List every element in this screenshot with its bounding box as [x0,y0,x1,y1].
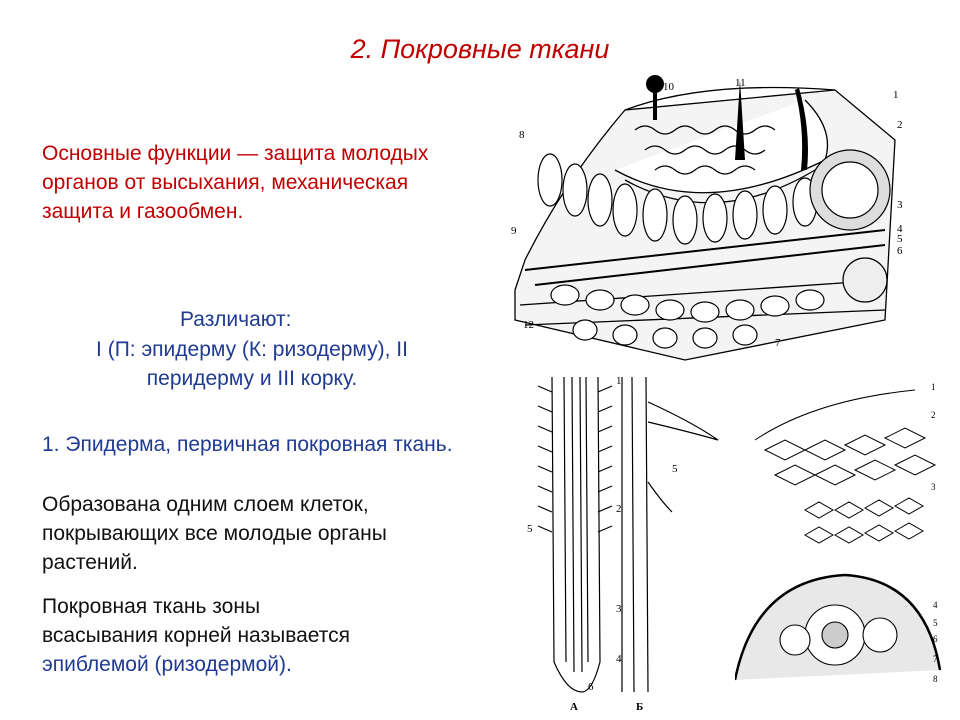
root-text-line2: всасывания корней называется [42,624,351,647]
svg-text:2: 2 [616,503,622,515]
svg-text:8: 8 [933,674,938,684]
svg-text:4: 4 [897,223,903,235]
svg-text:3: 3 [616,603,622,615]
root-longitudinal-illustration: 1 2 3 4 5 5 6 А Б [522,372,732,717]
cross-section-illustration: 1 2 3 4 5 6 7 8 [735,380,945,690]
svg-text:6: 6 [933,634,938,644]
root-text-line1: Покровная ткань зоны [42,595,261,618]
svg-text:7: 7 [933,654,938,664]
epiblema-term: эпиблемой (ризодермой). [42,653,292,676]
svg-text:5: 5 [672,463,678,475]
epidermis-heading: 1. Эпидерма, первичная покровная ткань. [42,433,453,456]
svg-text:11: 11 [735,77,746,89]
svg-text:4: 4 [933,600,938,610]
svg-text:12: 12 [523,319,534,331]
svg-text:3: 3 [897,199,903,211]
svg-text:А: А [570,701,578,713]
slide-title: 2. Покровные ткани [350,34,610,64]
svg-text:9: 9 [511,225,517,237]
svg-text:6: 6 [588,681,594,693]
distinguish-text: I (П: эпидерму (К: ризодерму), II периде… [96,338,408,390]
svg-text:1: 1 [931,382,936,392]
svg-text:6: 6 [897,245,903,257]
svg-text:4: 4 [616,653,622,665]
epidermis-text: Образована одним слоем клеток, покрывающ… [42,493,387,574]
svg-text:5: 5 [897,233,903,245]
svg-text:10: 10 [663,81,675,93]
svg-text:Б: Б [636,701,643,713]
svg-text:1: 1 [893,89,899,101]
svg-text:3: 3 [931,482,936,492]
functions-paragraph: Основные функции — защита молодых органо… [42,142,429,223]
svg-text:1: 1 [616,375,622,387]
distinguish-heading: Различают: [180,308,292,331]
svg-text:2: 2 [931,410,936,420]
svg-text:2: 2 [897,119,903,131]
root-zone-paragraph: Покровная ткань зоны всасывания корней на… [42,592,472,679]
svg-text:7: 7 [775,337,781,349]
svg-text:8: 8 [519,129,525,141]
svg-text:5: 5 [527,523,533,535]
svg-text:5: 5 [933,618,938,628]
